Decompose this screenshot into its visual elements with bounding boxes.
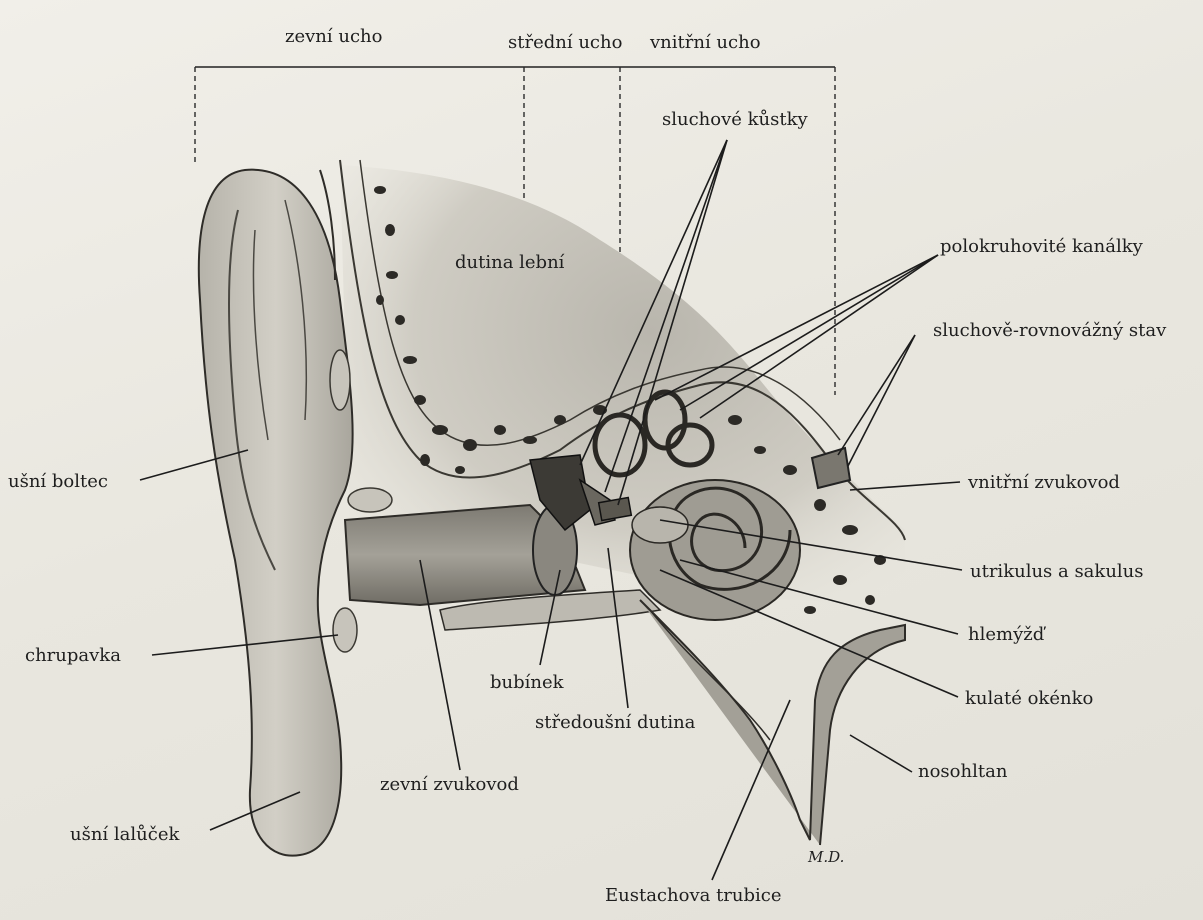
label-vestibulocochlear-nerve: sluchově-rovnovážný stav <box>933 320 1167 341</box>
label-tympanic-cavity: středoušní dutina <box>535 712 696 733</box>
cochlea-illustration <box>630 480 800 620</box>
label-eardrum: bubínek <box>490 672 565 693</box>
label-cochlea: hlemýžď <box>968 624 1047 645</box>
label-external-auditory-canal: zevní zvukovod <box>380 774 519 795</box>
label-outer-ear: zevní ucho <box>285 26 382 47</box>
label-round-window: kulaté okénko <box>965 688 1093 709</box>
label-earlobe: ušní lalůček <box>70 823 180 845</box>
label-nasopharynx: nosohltan <box>918 761 1008 782</box>
label-inner-ear: vnitřní ucho <box>649 32 761 53</box>
label-ossicles: sluchové kůstky <box>662 108 809 130</box>
label-internal-auditory-canal: vnitřní zvukovod <box>967 472 1120 493</box>
label-semicircular-canals: polokruhovité kanálky <box>940 236 1144 257</box>
label-cranial-cavity: dutina lební <box>455 252 565 273</box>
label-eustachian-tube: Eustachova trubice <box>605 885 782 906</box>
artist-signature: M.D. <box>807 848 844 866</box>
label-utricle-saccule: utrikulus a sakulus <box>970 561 1144 582</box>
label-middle-ear: střední ucho <box>508 32 622 53</box>
label-auricle: ušní boltec <box>8 471 108 492</box>
label-cartilage: chrupavka <box>25 645 121 666</box>
